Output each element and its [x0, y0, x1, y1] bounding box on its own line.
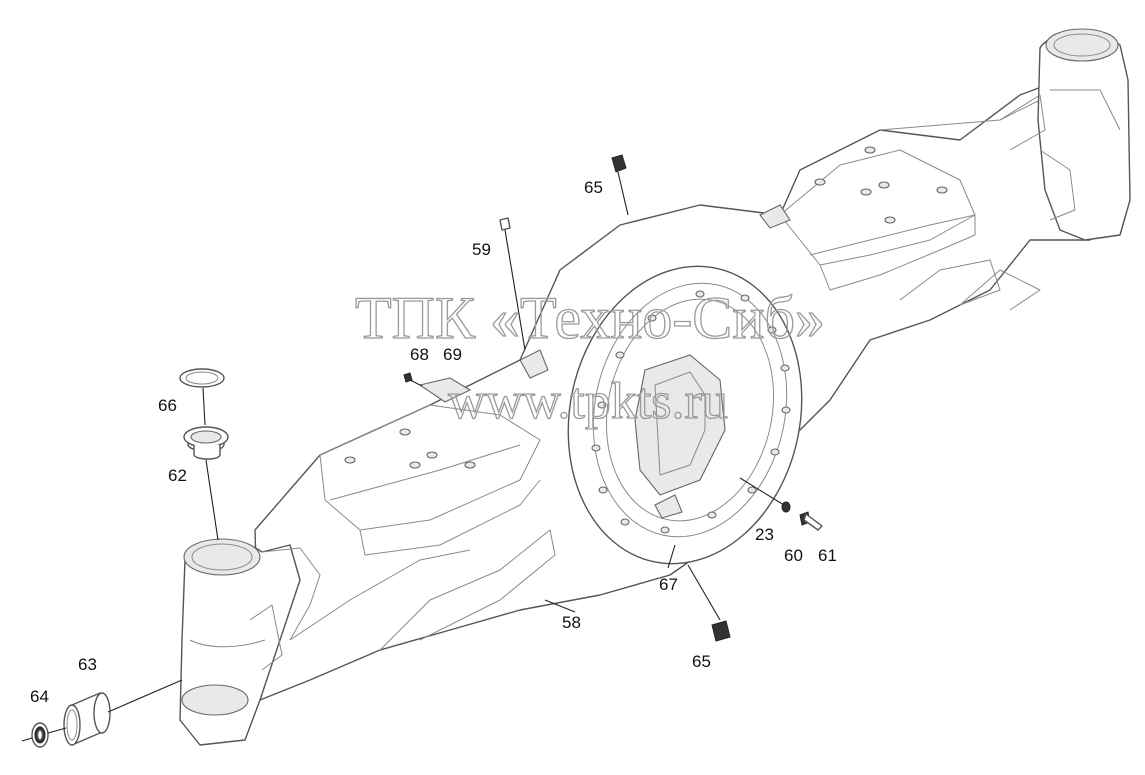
- label-part-64: 64: [30, 687, 49, 706]
- sleeve-63: [63, 692, 111, 746]
- label-part-63: 63: [78, 655, 97, 674]
- bolt-68: [403, 372, 413, 383]
- watermark-url: www.tpkts.ru: [448, 373, 728, 430]
- left-knuckle: [179, 538, 321, 746]
- right-knuckle: [999, 28, 1131, 241]
- label-part-65-top: 65: [584, 178, 603, 197]
- watermark-company: ТПК «Техно-Сиб»: [355, 285, 825, 351]
- nut-65-top: [611, 154, 627, 173]
- label-part-68: 68: [410, 345, 429, 364]
- cap-66: [179, 368, 225, 388]
- part-labels: 66 62 63 64 65 59 68 69 23 60 61 67 58 6…: [30, 178, 837, 706]
- label-part-60: 60: [784, 546, 803, 565]
- label-part-69: 69: [443, 345, 462, 364]
- label-part-59: 59: [472, 240, 491, 259]
- nut-65-bottom: [711, 620, 731, 642]
- label-part-58: 58: [562, 613, 581, 632]
- bolt-59: [499, 217, 511, 231]
- label-part-62: 62: [168, 466, 187, 485]
- label-part-61: 61: [818, 546, 837, 565]
- seal-ring-64: [31, 722, 49, 748]
- washer-23: [781, 501, 791, 513]
- flange-bolt-holes: [591, 290, 791, 534]
- label-part-23: 23: [755, 525, 774, 544]
- platform-bolt-holes: [344, 146, 948, 469]
- bushing-62: [183, 426, 229, 460]
- watermark: ТПК «Техно-Сиб» www.tpkts.ru: [354, 284, 825, 430]
- label-part-65-bottom: 65: [692, 652, 711, 671]
- label-part-66: 66: [158, 396, 177, 415]
- label-part-67: 67: [659, 575, 678, 594]
- axle-housing: [254, 79, 1126, 701]
- leader-lines: [21, 171, 785, 742]
- bolt-60-61: [799, 511, 823, 531]
